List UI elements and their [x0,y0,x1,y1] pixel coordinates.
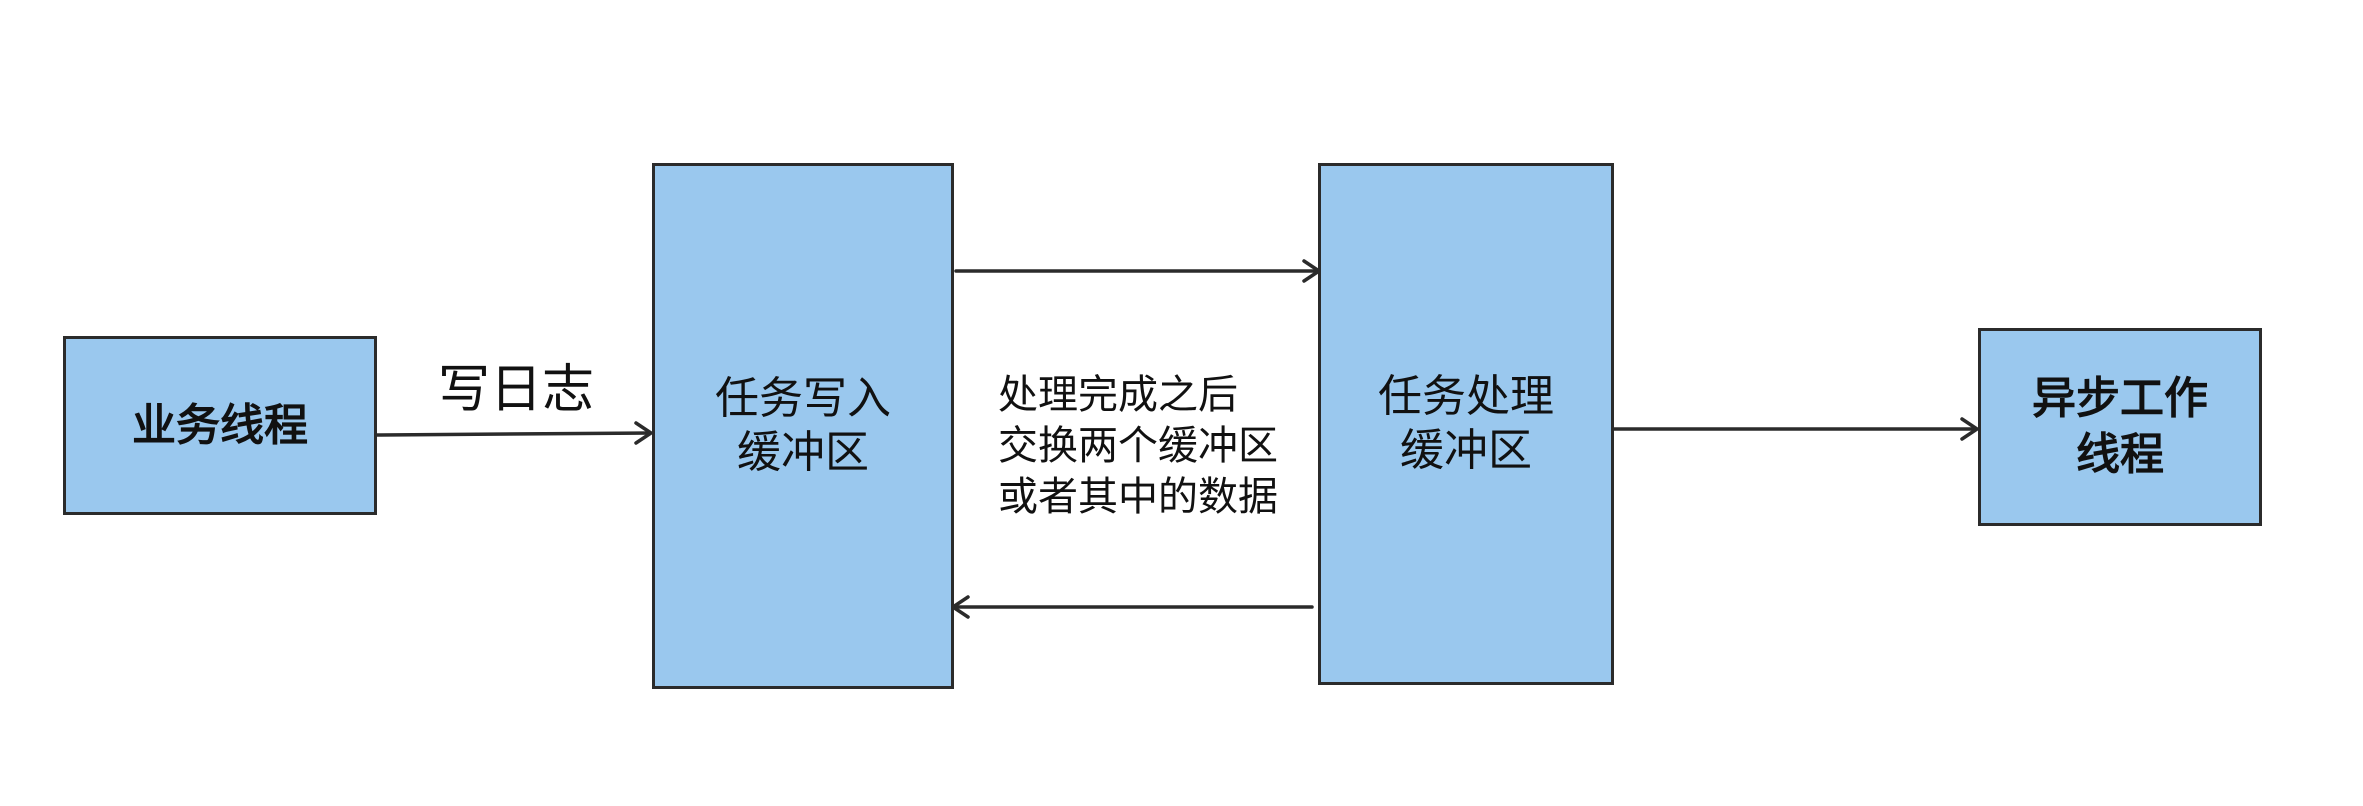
arrow-process-buffer-to-async-worker [1612,417,1979,441]
arrow-process-to-write-buffer [951,595,1314,619]
swap-label-line-3: 或者其中的数据 [998,474,1278,520]
business-thread-node: 业务线程 [63,336,377,515]
async-worker-label-line-2: 线程 [2076,429,2164,480]
business-thread-label: 业务线程 [132,399,308,451]
process-buffer-label-line-1: 任务处理 [1378,371,1554,422]
arrow-write-to-process-buffer [954,259,1321,283]
write-log-edge-label: 写日志 [438,360,595,420]
arrow-business-to-write-buffer [375,421,653,445]
async-worker-label-line-1: 异步工作 [2032,373,2208,424]
async-worker-node: 异步工作 线程 [1978,328,2262,526]
write-buffer-node: 任务写入 缓冲区 [652,163,954,689]
swap-label-line-1: 处理完成之后 [998,372,1238,418]
process-buffer-label-line-2: 缓冲区 [1400,425,1532,476]
process-buffer-node: 任务处理 缓冲区 [1318,163,1614,685]
write-buffer-label-line-2: 缓冲区 [737,427,869,478]
swap-label-line-2: 交换两个缓冲区 [998,423,1278,469]
swap-edge-label: 处理完成之后 交换两个缓冲区 或者其中的数据 [998,370,1278,523]
write-buffer-label-line-1: 任务写入 [715,373,891,424]
